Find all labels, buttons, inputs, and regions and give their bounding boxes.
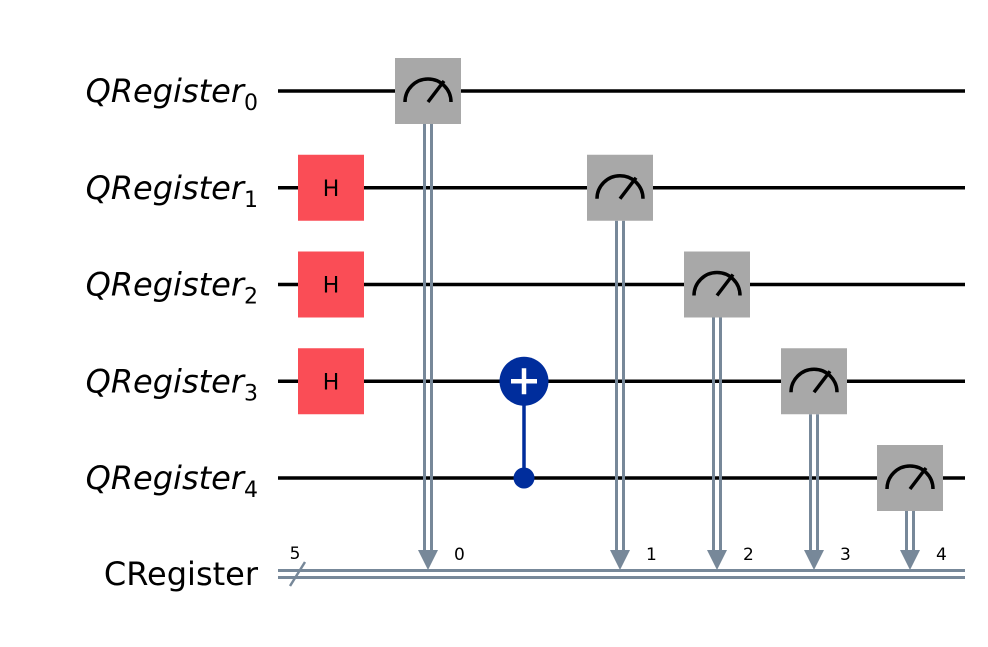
measure-gate-box bbox=[684, 251, 750, 318]
measure-clbit-index: 3 bbox=[840, 545, 851, 565]
h-gate-box bbox=[298, 154, 364, 221]
qubit-label-index: 3 bbox=[244, 381, 258, 406]
qubit-label-2: QRegister2 bbox=[86, 266, 258, 310]
qubit-label-name: QRegister bbox=[86, 72, 246, 110]
h-gate-label: H bbox=[323, 274, 340, 299]
measure-clbit-index: 4 bbox=[936, 545, 947, 565]
qubit-label-index: 0 bbox=[244, 91, 258, 116]
h-gate-label: H bbox=[323, 177, 340, 202]
measure-gate: 4 bbox=[877, 445, 947, 570]
measure-gate: 0 bbox=[395, 58, 465, 570]
measure-clbit-index: 2 bbox=[743, 545, 754, 565]
meter-needle-icon bbox=[426, 79, 446, 104]
classical-register-size: 5 bbox=[290, 544, 301, 564]
meter-needle-icon bbox=[908, 466, 928, 491]
h-gate-label: H bbox=[323, 370, 340, 395]
measure-arrowhead bbox=[707, 550, 727, 570]
cnot-control-dot bbox=[513, 467, 535, 489]
qubit-label-index: 2 bbox=[244, 285, 258, 310]
meter-icon bbox=[403, 77, 453, 103]
measure-gate-box bbox=[877, 445, 943, 511]
meter-needle-icon bbox=[812, 370, 832, 394]
measure-gate: 1 bbox=[587, 154, 657, 570]
qubit-label-index: 4 bbox=[244, 478, 258, 503]
measure-arrowhead bbox=[418, 550, 438, 570]
gates-layer: H H H 0 1 2 3 4 bbox=[298, 58, 947, 570]
qubit-label-name: QRegister bbox=[86, 459, 246, 497]
classical-register-label: CRegister bbox=[104, 555, 259, 593]
labels-layer: QRegister0QRegister1QRegister2QRegister3… bbox=[86, 72, 301, 593]
wires-layer bbox=[278, 89, 965, 587]
measure-gate: 2 bbox=[684, 251, 754, 570]
h-gate-box bbox=[298, 348, 364, 415]
measure-arrowhead bbox=[804, 550, 824, 570]
measure-arrowhead bbox=[900, 550, 920, 570]
classical-bundle-slash bbox=[288, 561, 307, 587]
measure-clbit-index: 1 bbox=[646, 545, 657, 565]
measure-gate-box bbox=[395, 58, 461, 124]
meter-icon bbox=[692, 270, 742, 296]
meter-icon bbox=[595, 174, 645, 199]
qubit-label-index: 1 bbox=[244, 188, 258, 213]
measure-clbit-index: 0 bbox=[454, 545, 465, 565]
qubit-label-name: QRegister bbox=[86, 169, 246, 207]
qubit-label-name: QRegister bbox=[86, 362, 246, 400]
meter-needle-icon bbox=[618, 176, 638, 200]
h-gate-box bbox=[298, 251, 364, 318]
measure-arrowhead bbox=[610, 550, 630, 570]
meter-icon bbox=[885, 464, 935, 490]
measure-gate-box bbox=[587, 154, 653, 221]
qubit-label-4: QRegister4 bbox=[86, 459, 258, 503]
meter-icon bbox=[789, 367, 839, 393]
qubit-label-3: QRegister3 bbox=[86, 362, 258, 406]
qubit-label-1: QRegister1 bbox=[86, 169, 258, 213]
cnot-gate bbox=[499, 356, 549, 489]
meter-needle-icon bbox=[715, 273, 735, 297]
qubit-label-name: QRegister bbox=[86, 266, 246, 304]
qubit-label-0: QRegister0 bbox=[86, 72, 258, 116]
measure-gate-box bbox=[781, 348, 847, 415]
measure-gate: 3 bbox=[781, 348, 851, 570]
